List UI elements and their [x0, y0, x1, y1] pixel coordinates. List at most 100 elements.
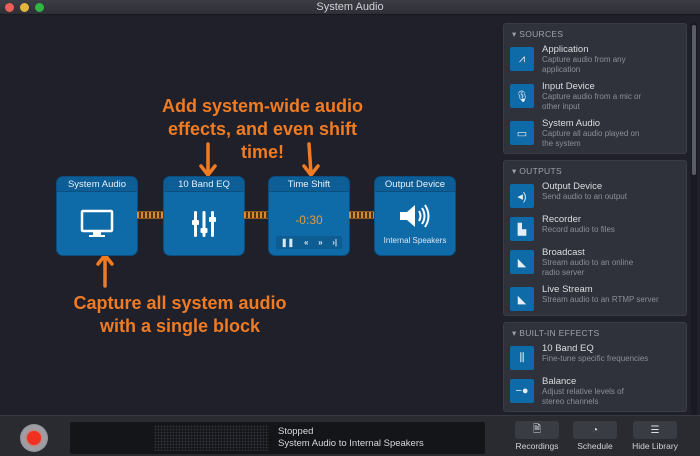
annotation-line: Capture all system audio	[73, 293, 287, 313]
item-title: Balance	[542, 376, 577, 387]
annotation-line: effects, and even shift time!	[167, 119, 358, 162]
hide-library-label: Hide Library	[632, 441, 678, 451]
library-item-input-device[interactable]: 🎙︎ Input Device Capture audio from a mic…	[504, 79, 686, 116]
item-title: Input Device	[542, 81, 595, 92]
annotation-capture: Capture all system audio with a single b…	[50, 292, 310, 338]
rewind-button[interactable]: «	[303, 238, 309, 247]
library-scrollbar[interactable]	[691, 23, 697, 415]
library-panel: ▾ SOURCES ⩘ Application Capture audio fr…	[503, 23, 687, 415]
monitor-icon: ▭	[510, 121, 534, 145]
balance-slider-icon: −●	[510, 379, 534, 403]
section-built-in-effects: ▾ BUILT-IN EFFECTS ⫼ 10 Band EQ Fine-tun…	[503, 322, 687, 412]
file-icon: ▙	[510, 217, 534, 241]
section-header-outputs[interactable]: ▾ OUTPUTS	[512, 166, 562, 176]
hide-library-button[interactable]: ☰	[633, 421, 677, 439]
item-title: Live Stream	[542, 284, 593, 295]
skip-to-end-button[interactable]: ›|	[332, 238, 338, 247]
item-title: Recorder	[542, 214, 582, 225]
item-desc: Stream audio to an RTMP server	[542, 295, 659, 304]
section-title: BUILT-IN EFFECTS	[519, 328, 600, 338]
item-desc: the system	[542, 139, 581, 148]
item-title: Application	[542, 44, 589, 55]
item-title: Broadcast	[542, 247, 585, 258]
item-desc: Send audio to an output	[542, 192, 627, 201]
item-desc: application	[542, 65, 581, 74]
item-desc: Adjust relative levels of	[542, 387, 624, 396]
block-title: Output Device	[375, 177, 455, 192]
monitor-icon	[80, 209, 114, 237]
connector[interactable]	[349, 211, 375, 219]
item-desc: Fine-tune specific frequencies	[542, 354, 649, 363]
library-item-broadcast[interactable]: ◣ Broadcast Stream audio to an online ra…	[504, 245, 686, 282]
speaker-icon: ◂)	[510, 184, 534, 208]
recordings-label: Recordings	[515, 441, 559, 451]
minimize-window-button[interactable]	[20, 3, 29, 12]
pause-button[interactable]: ❚❚	[280, 238, 295, 247]
fast-forward-button[interactable]: »	[318, 238, 323, 247]
record-icon	[27, 431, 41, 445]
library-item-output-device[interactable]: ◂) Output Device Send audio to an output	[504, 179, 686, 212]
connector[interactable]	[244, 211, 270, 219]
speaker-grille	[154, 425, 269, 451]
item-desc: Capture all audio played on	[542, 129, 640, 138]
satellite-dish-icon: ◣	[510, 250, 534, 274]
section-header-effects[interactable]: ▾ BUILT-IN EFFECTS	[512, 328, 600, 338]
section-sources: ▾ SOURCES ⩘ Application Capture audio fr…	[503, 23, 687, 154]
recordings-file-icon: 🗎	[532, 423, 542, 435]
block-output-device[interactable]: Output Device Internal Speakers	[375, 177, 455, 255]
library-item-system-audio[interactable]: ▭ System Audio Capture all audio played …	[504, 116, 686, 153]
arrow-down-icon	[302, 142, 320, 177]
item-desc: Capture audio from any	[542, 55, 626, 64]
route-text: System Audio to Internal Speakers	[278, 438, 424, 449]
section-outputs: ▾ OUTPUTS ◂) Output Device Send audio to…	[503, 160, 687, 316]
item-desc: other input	[542, 102, 580, 111]
block-system-audio[interactable]: System Audio	[57, 177, 137, 255]
title-bar: System Audio	[0, 0, 700, 15]
connector[interactable]	[137, 211, 163, 219]
library-scroll-thumb[interactable]	[692, 25, 696, 175]
item-title: System Audio	[542, 118, 601, 129]
status-text: Stopped	[278, 426, 314, 437]
maximize-window-button[interactable]	[35, 3, 44, 12]
section-header-sources[interactable]: ▾ SOURCES	[512, 29, 564, 39]
eq-sliders-icon: ⫼	[510, 346, 534, 370]
window-title: System Audio	[316, 1, 384, 13]
microphone-icon: 🎙︎	[510, 84, 534, 108]
library-item-recorder[interactable]: ▙ Recorder Record audio to files	[504, 212, 686, 245]
item-title: Output Device	[542, 181, 603, 192]
block-title: System Audio	[57, 177, 137, 192]
recordings-button[interactable]: 🗎	[515, 421, 559, 439]
app-store-icon: ⩘	[510, 47, 534, 71]
library-item-application[interactable]: ⩘ Application Capture audio from any app…	[504, 42, 686, 79]
annotation-line: with a single block	[99, 316, 261, 336]
item-desc: radio server	[542, 268, 585, 277]
record-button[interactable]	[20, 424, 48, 452]
eq-sliders-icon	[192, 210, 216, 237]
clock-icon: ◔	[591, 424, 599, 436]
list-icon: ☰	[650, 424, 660, 436]
speaker-icon	[400, 204, 430, 228]
block-time-shift[interactable]: Time Shift -0:30 ❚❚ « » ›|	[269, 177, 349, 255]
time-shift-value: -0:30	[295, 212, 323, 227]
library-item-balance[interactable]: −● Balance Adjust relative levels of ste…	[504, 374, 686, 411]
close-window-button[interactable]	[5, 3, 14, 12]
bottom-toolbar: Stopped System Audio to Internal Speaker…	[0, 415, 700, 456]
schedule-button[interactable]: ◔	[573, 421, 617, 439]
item-title: 10 Band EQ	[542, 343, 594, 354]
annotation-effects: Add system-wide audio effects, and even …	[145, 95, 380, 164]
satellite-dish-icon: ◣	[510, 287, 534, 311]
library-item-10-band-eq[interactable]: ⫼ 10 Band EQ Fine-tune specific frequenc…	[504, 341, 686, 374]
item-desc: Record audio to files	[542, 225, 615, 234]
block-title: Time Shift	[269, 177, 349, 192]
arrow-up-icon	[96, 253, 114, 288]
section-title: OUTPUTS	[519, 166, 562, 176]
library-item-live-stream[interactable]: ◣ Live Stream Stream audio to an RTMP se…	[504, 282, 686, 315]
block-10-band-eq[interactable]: 10 Band EQ	[164, 177, 244, 255]
section-title: SOURCES	[519, 29, 564, 39]
arrow-down-icon	[199, 142, 217, 177]
status-display: Stopped System Audio to Internal Speaker…	[70, 422, 485, 454]
block-title: 10 Band EQ	[164, 177, 244, 192]
item-desc: stereo channels	[542, 397, 599, 406]
item-desc: Stream audio to an online	[542, 258, 634, 267]
